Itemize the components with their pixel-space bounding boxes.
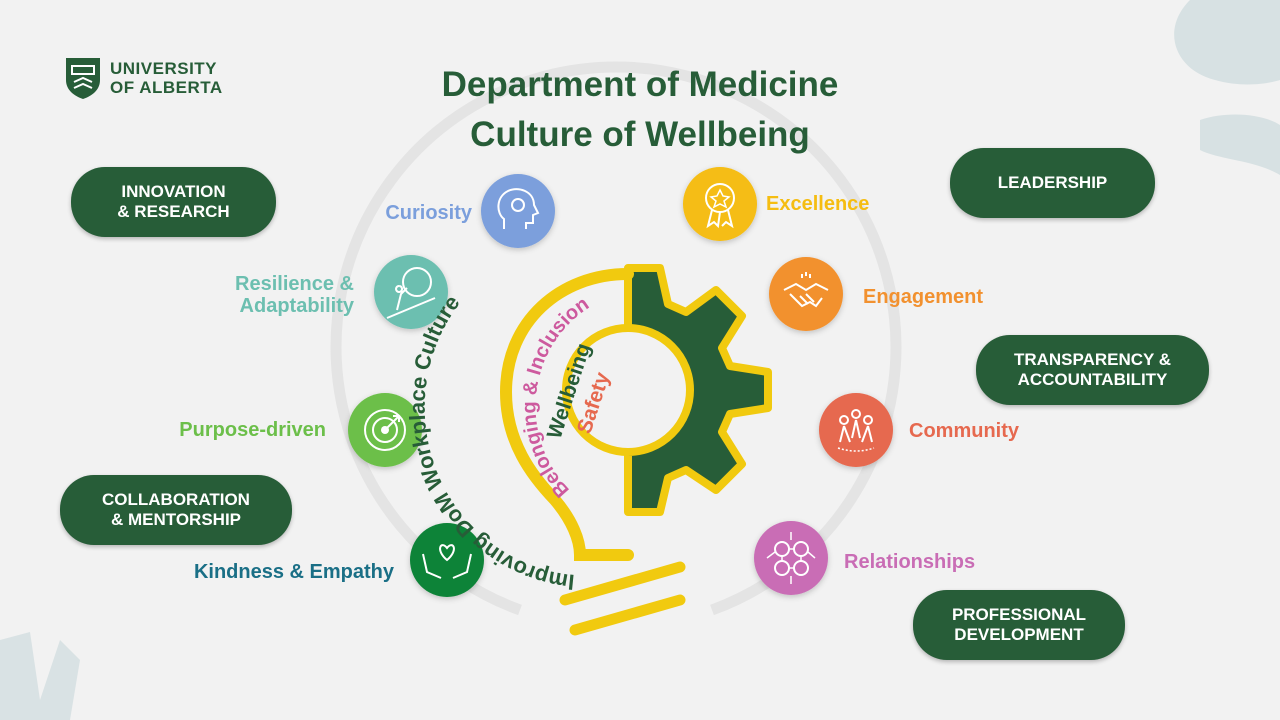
pillar-label: PROFESSIONAL DEVELOPMENT: [951, 605, 1087, 644]
bottom-left-swoosh: [0, 632, 80, 720]
value-label-resilience: Resilience & Adaptability: [235, 273, 354, 317]
title-line-1: Department of Medicine: [441, 65, 839, 104]
pillar-collaboration-mentorship: COLLABORATION & MENTORSHIP: [60, 475, 292, 545]
pillar-label: INNOVATION & RESEARCH: [117, 182, 230, 221]
lightbulb-base-line-1: [559, 561, 686, 606]
pillar-label: TRANSPARENCY & ACCOUNTABILITY: [1013, 350, 1172, 389]
lightbulb-base-line-2: [569, 594, 686, 636]
pillar-label: COLLABORATION & MENTORSHIP: [102, 490, 250, 529]
lightbulb-socket-inner: [562, 324, 629, 456]
value-label-purpose: Purpose-driven: [179, 419, 326, 441]
crest-icon: [66, 58, 100, 99]
value-label-engagement: Engagement: [863, 286, 984, 308]
gear-half: [624, 264, 772, 516]
university-logo: UNIVERSITY OF ALBERTA: [64, 56, 223, 100]
pillar-innovation-research: INNOVATION & RESEARCH: [71, 167, 276, 237]
top-right-swoosh: [1174, 0, 1280, 175]
value-label-relationships: Relationships: [844, 551, 976, 573]
pillar-label: LEADERSHIP: [997, 173, 1108, 192]
pillar-transparency-accountability: TRANSPARENCY & ACCOUNTABILITY: [976, 335, 1209, 405]
value-label-community: Community: [909, 420, 1019, 442]
page-title: Department of Medicine Culture of Wellbe…: [340, 60, 940, 160]
title-line-2: Culture of Wellbeing: [470, 115, 810, 154]
lightbulb-outline: [499, 268, 634, 561]
pillar-professional-development: PROFESSIONAL DEVELOPMENT: [913, 590, 1125, 660]
pillar-leadership: LEADERSHIP: [950, 148, 1155, 218]
value-label-excellence: Excellence: [766, 193, 870, 215]
logo-line-2: OF ALBERTA: [110, 78, 223, 97]
value-label-kindness: Kindness & Empathy: [193, 561, 394, 583]
value-label-curiosity: Curiosity: [385, 202, 472, 224]
logo-line-1: UNIVERSITY: [110, 59, 218, 78]
